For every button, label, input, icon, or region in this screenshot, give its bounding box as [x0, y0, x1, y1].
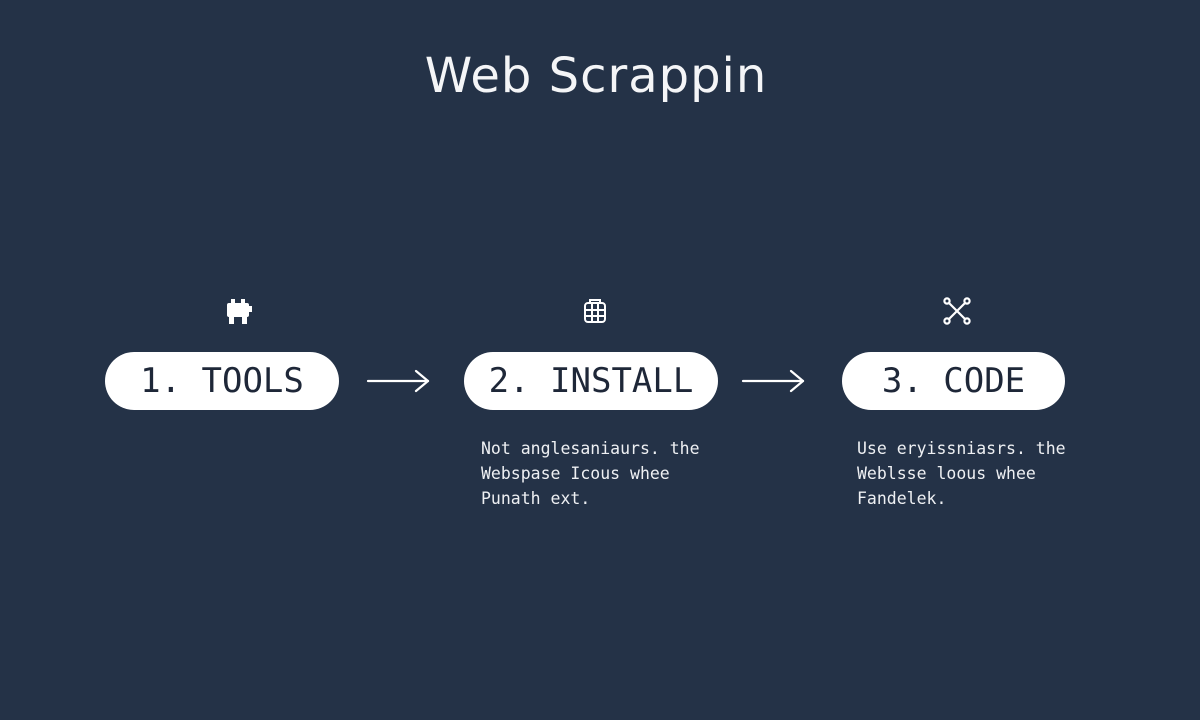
package-icon: [577, 293, 613, 329]
step-install-pill[interactable]: 2. INSTALL: [464, 352, 718, 410]
description-line: Fandelek.: [857, 489, 947, 508]
step-tools-pill[interactable]: 1. TOOLS: [105, 352, 339, 410]
step-code-pill[interactable]: 3. CODE: [842, 352, 1065, 410]
arrow-right-icon: [741, 369, 805, 393]
description-line: Use eryissniasrs. the: [857, 439, 1066, 458]
step-install-description: Not anglesaniaurs. the Webspase Icous wh…: [481, 436, 700, 511]
description-line: Not anglesaniaurs. the: [481, 439, 700, 458]
description-line: Webspase Icous whee: [481, 464, 670, 483]
description-line: Punath ext.: [481, 489, 591, 508]
network-icon: [939, 293, 975, 329]
diagram-title: Web Scrappin: [424, 48, 768, 104]
description-line: Weblsse loous whee: [857, 464, 1036, 483]
step-code-description: Use eryissniasrs. the Weblsse loous whee…: [857, 436, 1066, 511]
arrow-right-icon: [366, 369, 430, 393]
toolbox-icon: [220, 293, 256, 329]
